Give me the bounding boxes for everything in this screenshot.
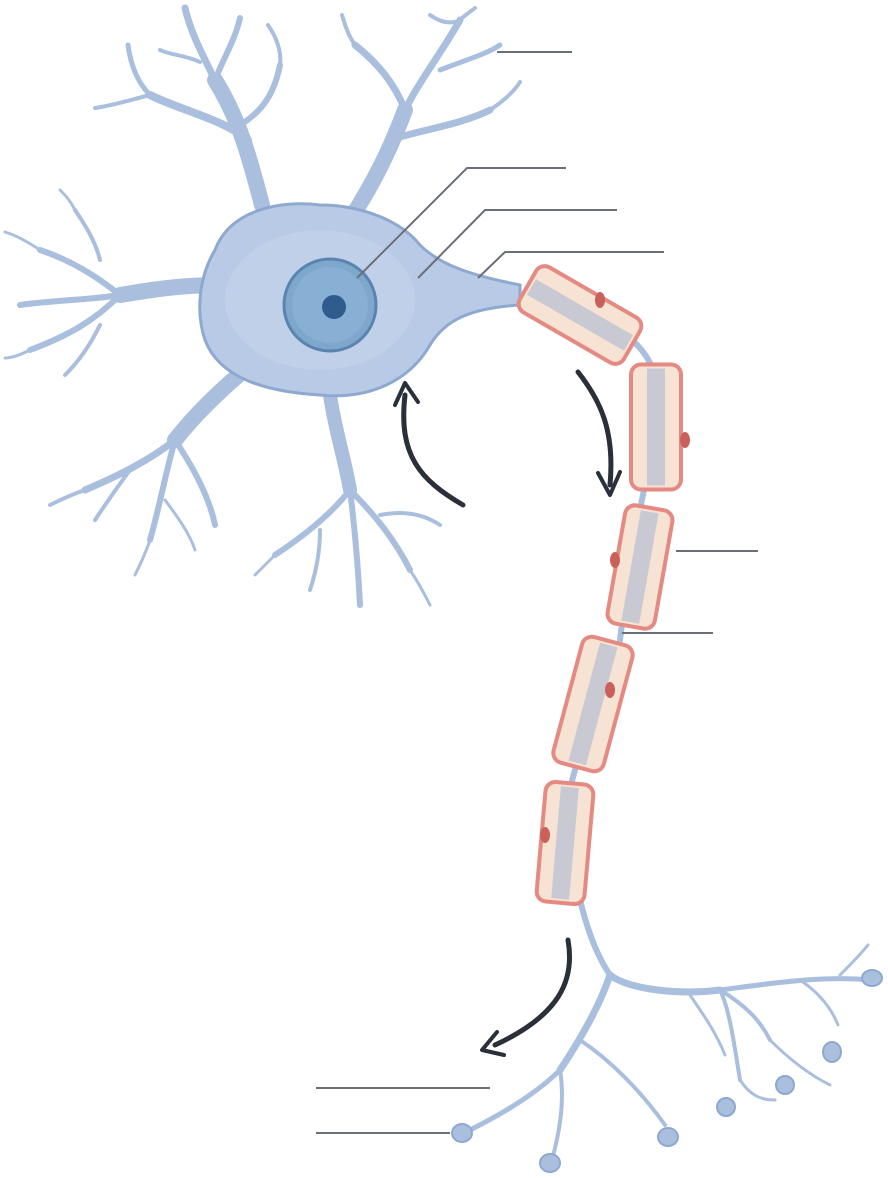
myelin-segment [536,781,594,905]
schwann-cell-nucleus [605,682,615,698]
myelin-segment [631,365,681,490]
dendrite-lower-center [255,395,440,605]
dendrite-left [5,190,220,375]
schwann-cell-nucleus [680,432,690,448]
myelin-sheath [515,262,690,904]
arrow-down-axon [578,372,620,495]
arrow-toward-soma [395,383,463,505]
leader-axon-hillock [478,252,664,278]
schwann-cell-nucleus [595,292,605,308]
dendrite-upper-left [95,8,280,205]
cell-body [200,204,520,396]
nucleolus [322,295,346,319]
myelin-segment [515,262,645,367]
schwann-cell-nucleus [540,827,550,843]
dendrite-lower-left [50,365,250,575]
synaptic-terminals [452,970,882,1172]
schwann-cell-nucleus [610,552,620,568]
myelin-segment [551,634,635,773]
axon-core [647,369,665,486]
dendrite-upper-right [342,8,520,220]
label-leader-lines [316,52,758,1133]
arrow-toward-terminals [482,940,570,1055]
